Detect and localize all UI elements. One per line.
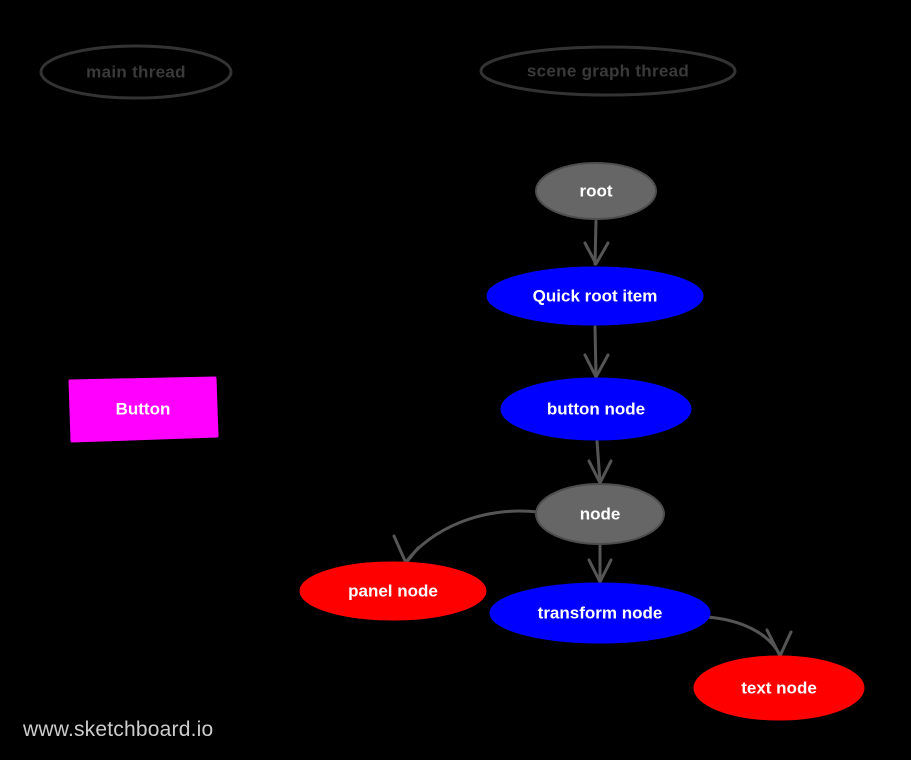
edge-line[interactable] <box>593 325 598 378</box>
node-panel-node-shape[interactable] <box>299 561 487 621</box>
edge-node-to-transform-node[interactable] <box>587 543 613 584</box>
node-transform-node[interactable]: transform node <box>489 582 711 644</box>
watermark-label: www.sketchboard.io <box>22 718 213 741</box>
edge-line[interactable] <box>595 439 602 484</box>
arrow-head-icon <box>587 558 613 584</box>
node-panel-node[interactable]: panel node <box>299 561 487 621</box>
node-button-shape[interactable] <box>68 376 219 443</box>
edge-line[interactable] <box>593 219 598 266</box>
node-button-node[interactable]: button node <box>500 377 692 441</box>
swimlane-main-thread-ellipse[interactable] <box>39 44 233 100</box>
node-node-shape[interactable] <box>535 483 665 545</box>
edge-quick-root-item-to-button-node[interactable] <box>583 325 610 379</box>
node-root[interactable]: root <box>535 162 657 220</box>
node-text-node[interactable]: text node <box>693 655 865 721</box>
node-root-shape[interactable] <box>535 162 657 220</box>
node-quick-root-item-shape[interactable] <box>486 266 704 326</box>
edge-root-to-quick-root-item[interactable] <box>583 219 610 266</box>
node-quick-root-item[interactable]: Quick root item <box>486 266 704 326</box>
node-transform-node-shape[interactable] <box>489 582 711 644</box>
node-button[interactable]: Button <box>68 376 219 443</box>
node-node[interactable]: node <box>535 483 665 545</box>
node-button-node-shape[interactable] <box>500 377 692 441</box>
arrow-head-icon <box>583 241 610 266</box>
node-text-node-shape[interactable] <box>693 655 865 721</box>
swimlane-scene-graph-thread-ellipse[interactable] <box>479 45 737 97</box>
arrow-head-icon <box>583 353 610 379</box>
